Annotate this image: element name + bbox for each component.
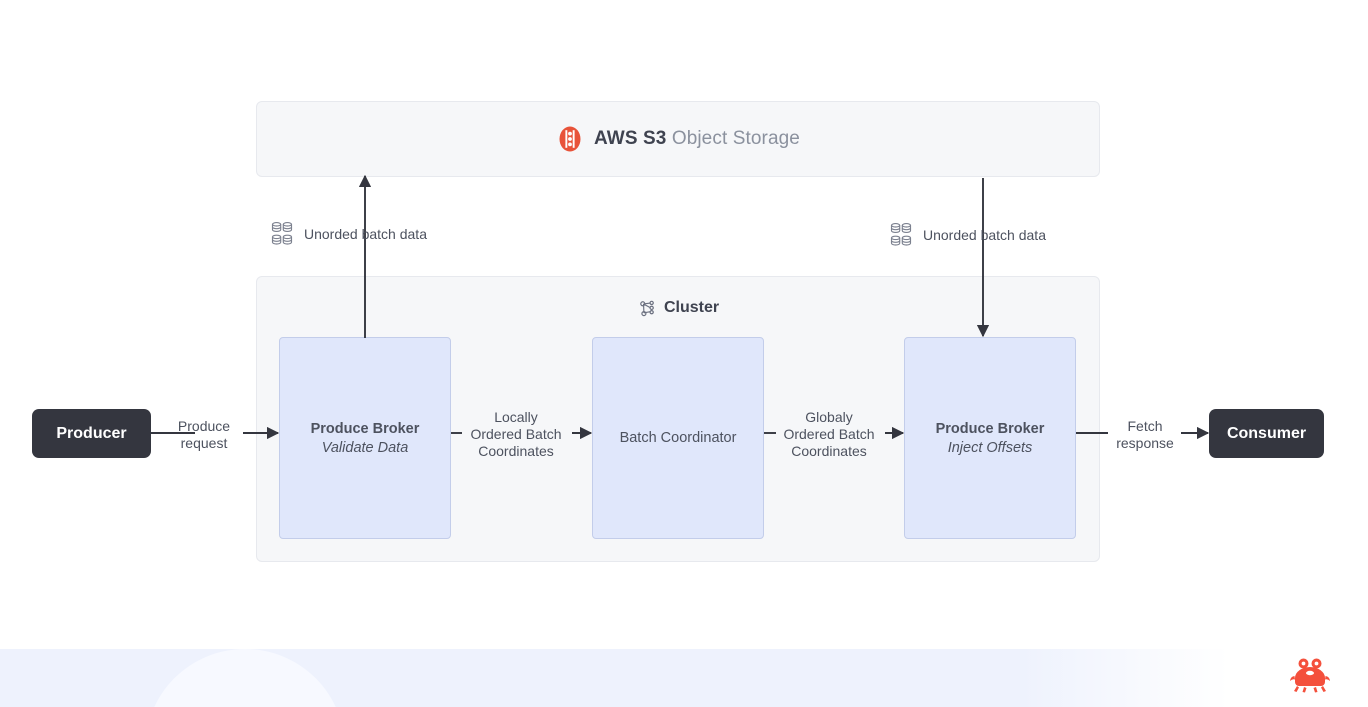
- node-batch-coordinator[interactable]: Batch Coordinator: [592, 337, 764, 539]
- endpoint-label: Producer: [56, 424, 127, 442]
- flow-label-text: Unorded batch data: [923, 227, 1046, 243]
- node-subtitle: Inject Offsets: [947, 439, 1033, 456]
- cluster-header: Cluster: [257, 299, 1101, 317]
- database-grid-icon: [271, 222, 293, 245]
- edge-label-line: request: [180, 435, 228, 451]
- aws-s3-suffix: Object Storage: [666, 128, 800, 149]
- edge-label-line: Fetch: [1127, 418, 1163, 434]
- edge-label-line: Ordered Batch: [783, 426, 875, 442]
- node-broker-inject[interactable]: Produce Broker Inject Offsets: [904, 337, 1076, 539]
- crab-logo: [1290, 658, 1330, 693]
- cluster-title: Cluster: [663, 299, 720, 316]
- aws-s3-brand: AWS S3: [594, 128, 667, 149]
- edge-label-fetch-response: Fetch response: [1098, 418, 1192, 452]
- edge-label-line: Ordered Batch: [470, 426, 562, 442]
- endpoint-producer[interactable]: Producer: [32, 409, 151, 458]
- endpoint-consumer[interactable]: Consumer: [1209, 409, 1324, 458]
- aws-s3-title: AWS S3 Object Storage: [594, 128, 800, 150]
- database-grid-icon: [890, 223, 912, 246]
- edge-label-globaly-ordered: Globaly Ordered Batch Coordinates: [764, 409, 894, 460]
- edge-label-line: response: [1116, 435, 1174, 451]
- node-title: Produce Broker: [310, 420, 420, 437]
- flow-label-upload: Unorded batch data: [271, 221, 427, 247]
- node-subtitle: Validate Data: [321, 439, 409, 456]
- node-title: Batch Coordinator: [619, 430, 737, 446]
- endpoint-label: Consumer: [1226, 424, 1307, 442]
- edge-label-line: Produce: [177, 418, 231, 434]
- flow-label-text: Unorded batch data: [304, 226, 427, 242]
- aws-s3-icon: [559, 126, 581, 152]
- aws-s3-panel: AWS S3 Object Storage: [256, 101, 1100, 177]
- edge-label-produce-request: Produce request: [157, 418, 251, 452]
- edge-label-locally-ordered: Locally Ordered Batch Coordinates: [451, 409, 581, 460]
- edge-label-line: Locally: [494, 409, 538, 425]
- flow-label-download: Unorded batch data: [890, 222, 1046, 248]
- edge-label-line: Globaly: [805, 409, 853, 425]
- node-title: Produce Broker: [935, 420, 1045, 437]
- edge-label-line: Coordinates: [791, 443, 867, 459]
- node-broker-validate[interactable]: Produce Broker Validate Data: [279, 337, 451, 539]
- cluster-nodes-icon: [640, 300, 654, 316]
- edge-label-line: Coordinates: [478, 443, 554, 459]
